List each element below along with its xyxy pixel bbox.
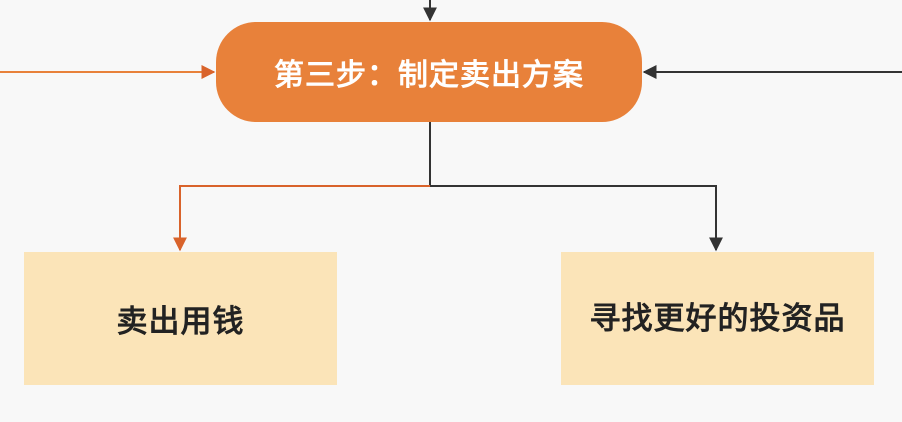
sell-for-cash-label: 卖出用钱 (116, 304, 245, 340)
step-three-node: 第三步：制定卖出方案 (216, 22, 642, 122)
sell-branch-connector (173, 185, 430, 252)
better-investment-node: 寻找更好的投资品 (561, 252, 874, 385)
better-investment-label: 寻找更好的投资品 (589, 300, 846, 337)
sell-for-cash-node: 卖出用钱 (24, 252, 337, 385)
step-three-label: 第三步：制定卖出方案 (274, 58, 584, 93)
invest-branch-connector (430, 185, 723, 252)
